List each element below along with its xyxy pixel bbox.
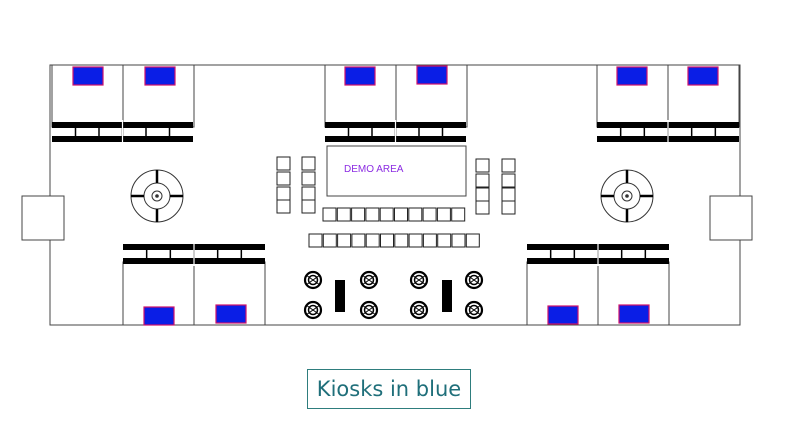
kiosk (416, 65, 448, 85)
chair (451, 207, 466, 222)
chair (408, 233, 423, 248)
plant-leaf (305, 304, 321, 316)
chair (465, 233, 480, 248)
kiosk (547, 305, 579, 325)
kiosk (143, 306, 175, 326)
chair (501, 173, 516, 188)
chair (276, 199, 291, 214)
chair (451, 233, 466, 248)
chair (394, 233, 409, 248)
counter (527, 242, 669, 266)
kiosk (344, 66, 376, 86)
plant (409, 300, 429, 320)
chair (337, 233, 352, 248)
plant-leaves (413, 274, 425, 286)
entrance-left (21, 195, 65, 241)
chair (301, 199, 316, 214)
plant (464, 270, 484, 290)
table-center (625, 194, 629, 198)
counter (597, 120, 739, 144)
chair (380, 233, 394, 248)
counter (52, 120, 193, 144)
demo-area (326, 145, 467, 197)
chair (475, 158, 490, 173)
chair (301, 156, 316, 171)
chair (475, 173, 490, 188)
table-center (155, 194, 159, 198)
kiosk (144, 66, 176, 86)
chair (276, 156, 291, 171)
chair (437, 233, 452, 248)
chair (365, 207, 380, 222)
pillar-right (442, 280, 452, 312)
chair (308, 233, 323, 248)
entrance-right (709, 195, 753, 241)
chair (501, 187, 516, 202)
chair (301, 171, 316, 186)
plant (359, 300, 379, 320)
kiosk (215, 304, 247, 324)
counter (123, 242, 265, 266)
counter (325, 120, 466, 144)
round-table (130, 169, 184, 223)
plant-leaves (468, 304, 480, 316)
plant (464, 300, 484, 320)
kiosk (616, 66, 648, 86)
plant (359, 270, 379, 290)
chair (422, 207, 437, 222)
chair (394, 207, 408, 222)
plant-leaf (466, 274, 482, 286)
caption-text: Kiosks in blue (316, 377, 462, 401)
plant-leaf (411, 304, 427, 316)
chair (276, 186, 291, 201)
chair (475, 187, 490, 202)
chair (351, 207, 366, 222)
round-table (600, 169, 654, 223)
plant-leaf (411, 274, 427, 286)
caption-box: Kiosks in blue (307, 369, 471, 409)
chair (336, 207, 351, 222)
chair (408, 207, 423, 222)
chair (351, 233, 366, 248)
kiosk (687, 66, 719, 86)
chair (276, 171, 291, 186)
chair (501, 158, 516, 173)
plant-leaves (363, 304, 375, 316)
plant (409, 270, 429, 290)
demo-area-label: DEMO AREA (344, 164, 404, 175)
chair (422, 233, 437, 248)
chair (301, 186, 316, 201)
chair (436, 207, 451, 222)
chair (475, 200, 490, 215)
chair (365, 233, 380, 248)
plant-leaf (361, 274, 377, 286)
plant-leaves (363, 274, 375, 286)
kiosk (618, 304, 650, 324)
plant-leaf (305, 274, 321, 286)
chair (501, 200, 516, 215)
plant (303, 270, 323, 290)
chair (379, 207, 394, 222)
plant (303, 300, 323, 320)
chair (322, 207, 337, 222)
plant-leaves (307, 274, 319, 286)
plant-leaf (466, 304, 482, 316)
plant-leaf (361, 304, 377, 316)
pillar-left (335, 280, 345, 312)
plant-leaves (413, 304, 425, 316)
chair (322, 233, 337, 248)
plant-leaves (468, 274, 480, 286)
plant-leaves (307, 304, 319, 316)
kiosk (72, 66, 104, 86)
